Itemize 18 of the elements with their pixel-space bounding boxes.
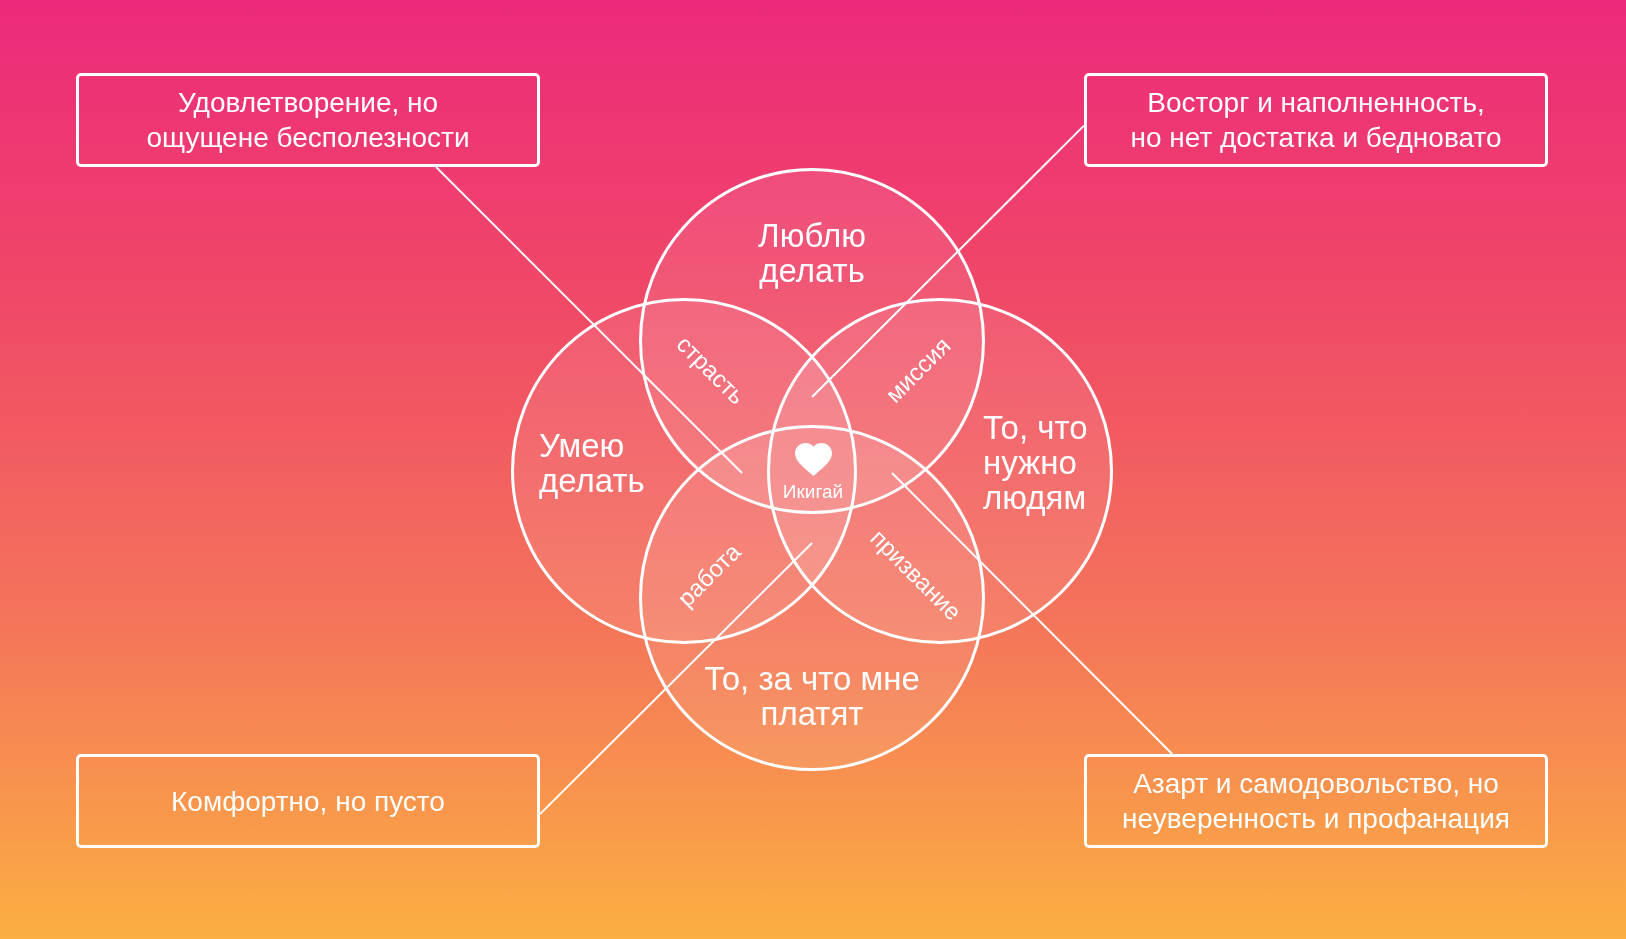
callout-box <box>76 754 540 848</box>
circle-label: Люблю делать <box>757 218 867 288</box>
callout-text: Комфортно, но пусто <box>170 784 446 819</box>
callout-text: Удовлетворение, но ощущене бесполезности <box>145 86 471 155</box>
callout-box <box>76 73 540 167</box>
leader-line <box>891 472 1174 755</box>
leader-line <box>539 542 813 816</box>
callout-text: Азарт и самодовольство, но неуверенность и профанация <box>1121 767 1511 836</box>
leader-line <box>811 124 1085 398</box>
callout-box <box>1084 73 1548 167</box>
center-label: Икигай <box>782 481 844 503</box>
leader-line <box>435 166 743 474</box>
circle-label: То, что нужно людям <box>983 410 1089 515</box>
circle-label: Умею делать <box>539 428 646 498</box>
callout-text: Восторг и наполненность, но нет достатка и бедновато <box>1129 86 1503 155</box>
overlap-region <box>773 357 851 431</box>
callout-box <box>1084 754 1548 848</box>
circle-label: То, за что мне платят <box>703 661 921 731</box>
